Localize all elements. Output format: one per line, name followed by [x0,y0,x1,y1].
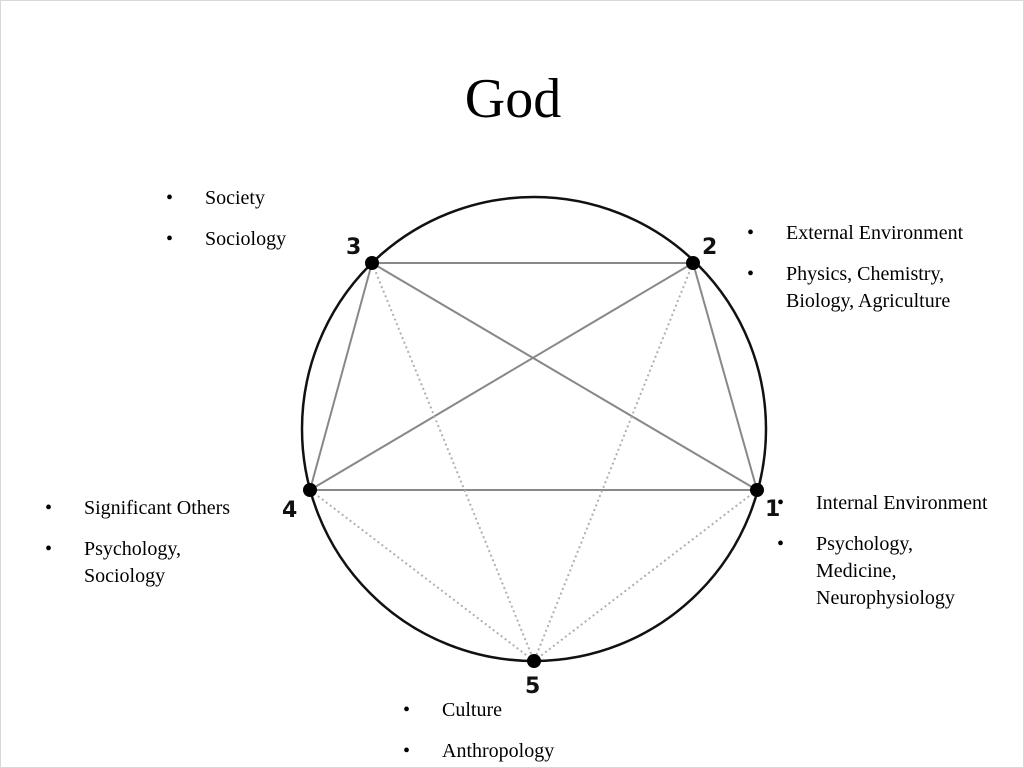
solid-edges [309,262,758,491]
list-item: Physics, Chemistry, Biology, Agriculture [747,261,1017,315]
node-5 [527,654,541,668]
node-label-2: 2 [702,235,717,260]
list-item: Psychology, Sociology [45,536,214,590]
list-item: Anthropology [403,738,623,765]
list-item: Sociology [166,226,346,253]
node-2 [686,256,700,270]
node-3-topics: Society Sociology [166,185,346,267]
edge-3-4 [309,262,373,491]
list-item: External Environment [747,220,1017,247]
node-4-topics: Significant Others Psychology, Sociology [45,495,275,604]
nodes [303,256,764,668]
edge-2-5 [533,262,694,662]
list-item: Society [166,185,346,212]
page-title: God [464,68,562,130]
edge-1-5 [533,489,758,662]
dotted-edges [309,262,758,662]
node-label-4: 4 [282,498,297,523]
edge-3-1 [371,262,758,491]
list-item: Significant Others [45,495,275,522]
list-item: Culture [403,697,623,724]
node-2-topics: External Environment Physics, Chemistry,… [747,220,1017,329]
edge-2-1 [692,262,758,491]
list-item: Psychology, Medicine, Neurophysiology [777,531,986,612]
edge-3-5 [371,262,535,662]
node-1-topics: Internal Environment Psychology, Medicin… [777,490,1022,626]
node-label-5: 5 [525,674,540,699]
node-3 [365,256,379,270]
node-4 [303,483,317,497]
edge-2-4 [309,262,694,491]
list-item: Internal Environment [777,490,1022,517]
edge-4-5 [309,489,535,662]
node-label-3: 3 [346,235,361,260]
node-5-topics: Culture Anthropology [403,697,623,767]
node-1 [750,483,764,497]
